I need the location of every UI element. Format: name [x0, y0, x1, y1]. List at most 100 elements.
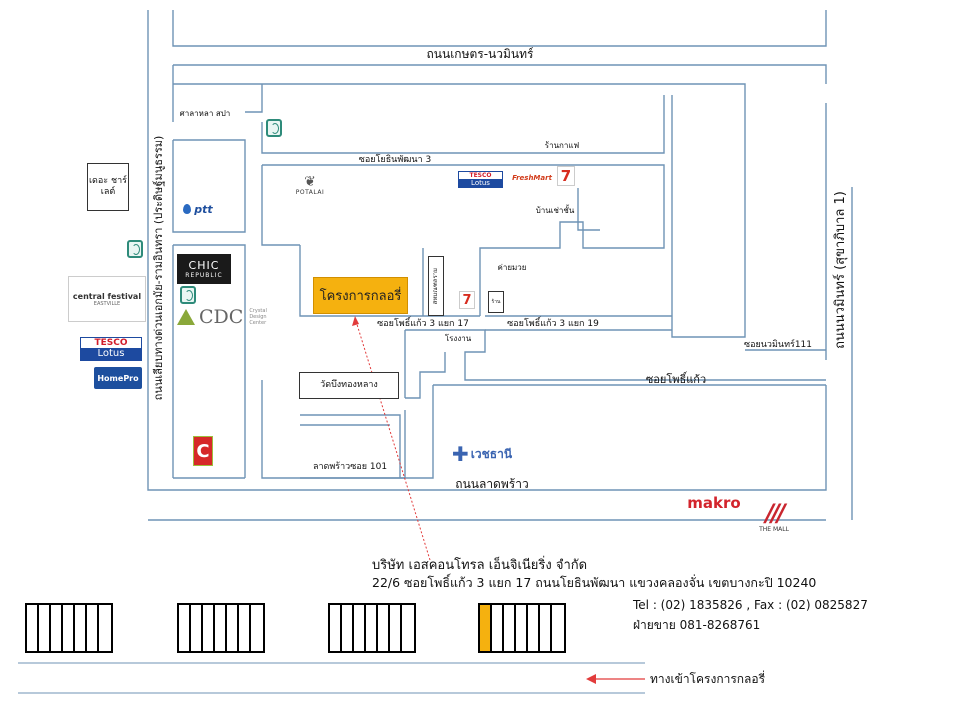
parking-slot [378, 605, 390, 651]
parking-slot [251, 605, 263, 651]
seven-eleven-text: 7 [462, 292, 472, 308]
entrance-arrowhead [586, 674, 596, 684]
bank-icon [266, 119, 282, 137]
company-name: บริษัท เอสคอนโทรล เอ็นจิเนียริ่ง จำกัด [372, 558, 588, 573]
parking-slot [75, 605, 87, 651]
place-kha-muai: ค่ายมวย [498, 263, 527, 272]
the-mall-logo: /// THE MALL [750, 494, 798, 538]
company-sales: ฝ่ายขาย 081-8268761 [633, 618, 761, 632]
parking-slot-group [25, 603, 113, 653]
potalai-text: POTALAI [295, 188, 325, 196]
tiny-sign-label: ร้าน [491, 298, 501, 305]
central-festival-text: central festival [72, 291, 142, 301]
project-glory-marker[interactable]: โครงการกลอรี่ [313, 277, 408, 314]
parking-slot [227, 605, 239, 651]
parking-slot [239, 605, 251, 651]
box-tiny-sign: ร้าน [488, 291, 504, 313]
road-network [147, 10, 853, 521]
road-label-soi-yothin-3: ซอยโยธินพัฒนา 3 [359, 154, 431, 165]
parking-slot [528, 605, 540, 651]
makro-logo: makro [682, 493, 746, 513]
homepro-logo: HomePro [94, 367, 142, 389]
road-label-soi-19: ซอยโพธิ์แก้ว 3 แยก 19 [507, 316, 599, 329]
freshmart-logo: FreshMart [509, 172, 555, 184]
freshmart-text: FreshMart [512, 174, 552, 182]
vejthani-logo: ✚ เวชธานี [452, 440, 518, 468]
road-label-soi-17: ซอยโพธิ์แก้ว 3 แยก 17 [377, 316, 469, 329]
parking-slot [27, 605, 39, 651]
parking-slot [366, 605, 378, 651]
legend-entrance: ทางเข้าโครงการกลอรี่ [650, 670, 766, 686]
parking-slot-highlighted[interactable] [480, 605, 492, 651]
vejthani-cross-icon: ✚ [452, 442, 469, 466]
potalai-lotus-icon: ❦ [304, 173, 316, 190]
road-label-lat-phrao: ถนนลาดพร้าว [455, 477, 528, 491]
parking-slot [540, 605, 552, 651]
parking-slot [51, 605, 63, 651]
box-wat-bueng-thonglang: วัดบึงทองหลาง [299, 372, 399, 399]
central-sub-text: EASTVILLE [93, 300, 121, 307]
ptt-flame-icon [183, 204, 192, 214]
parking-slot-group [328, 603, 416, 653]
parking-slot [552, 605, 564, 651]
parking-slot [342, 605, 354, 651]
parking-slot [87, 605, 99, 651]
republic-text: REPUBLIC [185, 271, 223, 279]
lotus-text: Lotus [459, 179, 502, 187]
ptt-logo: ptt [178, 200, 218, 218]
cdc-triangle-icon [177, 309, 195, 325]
parking-slot-group [478, 603, 566, 653]
project-glory-label: โครงการกลอรี่ [319, 289, 402, 304]
seven-eleven-logo: 7 [459, 291, 475, 309]
road-label-lat-phrao-101: ลาดพร้าวซอย 101 [313, 461, 387, 472]
parking-slot [179, 605, 191, 651]
parking-slot [516, 605, 528, 651]
box-small-sign: สหมณฑลราม [428, 256, 444, 316]
parking-slot [99, 605, 111, 651]
road-label-nawamin: ถนนนวมินทร์ (สุขาภิบาล 1) [832, 191, 848, 349]
place-ban-chao: บ้านเช่าชั้น [536, 204, 575, 215]
parking-slot-group [177, 603, 265, 653]
place-coffee-shop: ร้านกาแฟ [545, 141, 580, 150]
vejthani-text: เวชธานี [470, 446, 513, 461]
bank-icon [127, 240, 143, 258]
place-rong-ngan: โรงงาน [445, 333, 472, 343]
cdc-logo: CDC Crystal Design Center [177, 305, 289, 329]
makro-text: makro [687, 494, 741, 512]
tesco-text: TESCO [94, 338, 128, 348]
big-c-logo: C [193, 436, 213, 466]
bank-icon [180, 286, 196, 304]
pointer-line [354, 317, 431, 561]
parking-slot [191, 605, 203, 651]
chic-republic-logo: CHIC REPUBLIC [177, 254, 231, 284]
company-address: 22/6 ซอยโพธิ์แก้ว 3 แยก 17 ถนนโยธินพัฒนา… [372, 575, 817, 590]
parking-slot [215, 605, 227, 651]
road-label-kaset-nawamin: ถนนเกษตร-นวมินทร์ [427, 47, 534, 61]
parking-slot [63, 605, 75, 651]
the-mall-text: THE MALL [759, 525, 789, 533]
potalai-logo: ❦ POTALAI [283, 172, 337, 198]
wat-bueng-thonglang-label: วัดบึงทองหลาง [320, 379, 378, 390]
parking-slot [203, 605, 215, 651]
tesco-lotus-logo: TESCO Lotus [458, 171, 503, 188]
parking-slot [492, 605, 504, 651]
homepro-text: HomePro [97, 373, 139, 383]
company-phone: Tel : (02) 1835826 , Fax : (02) 0825827 [633, 598, 868, 612]
small-sign-label: สหมณฑลราม [432, 267, 440, 305]
cdc-text: CDC [199, 306, 244, 328]
tesco-text: TESCO [469, 172, 492, 179]
chic-text: CHIC [188, 258, 220, 272]
parking-slot [354, 605, 366, 651]
road-label-bypass: ถนนเลียบทางด่วนเอกมัย-รามอินทรา (ประดิษฐ… [152, 136, 165, 401]
the-mall-stripes-icon: /// [765, 498, 785, 527]
place-salala-spa: ศาลาหลา สปา [180, 109, 231, 118]
cdc-sub-text: Crystal Design Center [249, 308, 267, 326]
parking-slot [330, 605, 342, 651]
road-label-soi-pho-kaeo: ซอยโพธิ์แก้ว [646, 371, 706, 386]
box-the-chalet: เดอะ ชาร์เลต์ [87, 163, 129, 211]
parking-slot [39, 605, 51, 651]
parking-slot [504, 605, 516, 651]
tesco-lotus-logo: TESCO Lotus [80, 337, 142, 361]
big-c-text: C [196, 440, 210, 462]
